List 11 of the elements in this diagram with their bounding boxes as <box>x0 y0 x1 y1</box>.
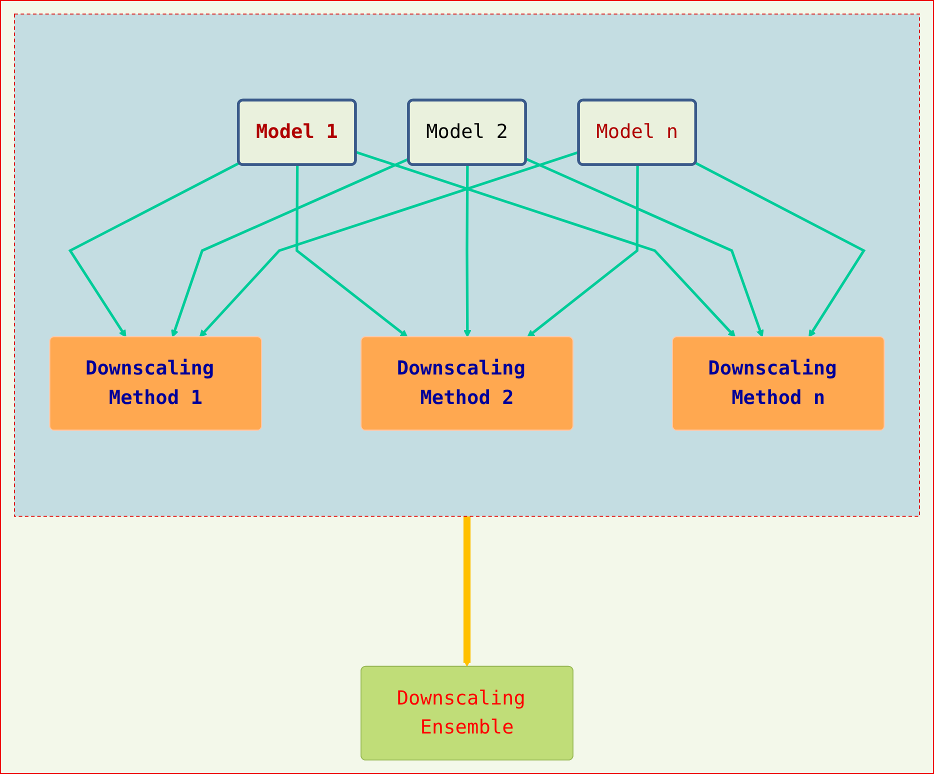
arrow <box>694 162 866 338</box>
arrow <box>296 165 408 338</box>
arrow <box>171 158 410 338</box>
arrow <box>527 165 639 338</box>
arrow <box>199 150 580 338</box>
cluster <box>14 14 920 517</box>
arrow <box>464 165 472 338</box>
arrow <box>463 516 471 667</box>
arrow <box>525 158 764 338</box>
arrow <box>355 150 736 338</box>
arrow <box>68 162 240 338</box>
